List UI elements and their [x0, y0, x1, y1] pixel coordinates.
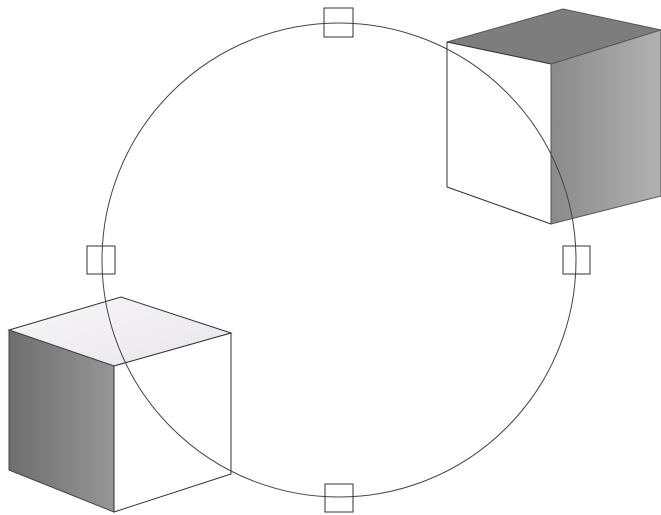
cube-top-right-front-face: [447, 42, 551, 224]
cube-bottom-left[interactable]: [9, 297, 231, 512]
cube-top-right[interactable]: [447, 9, 661, 224]
handle-bottom[interactable]: [325, 484, 353, 512]
handle-top[interactable]: [324, 8, 353, 37]
handle-left[interactable]: [87, 246, 115, 274]
cube-top-right-side-face: [551, 30, 661, 224]
